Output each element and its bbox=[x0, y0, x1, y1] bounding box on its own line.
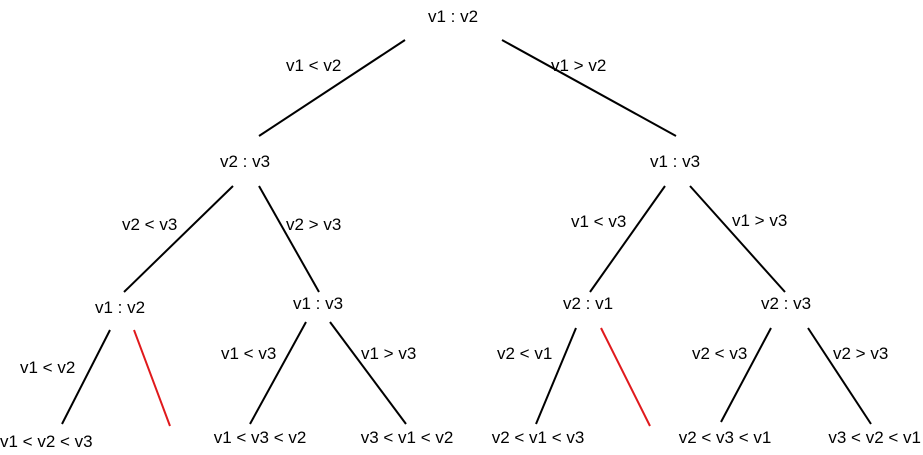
leaf-lr-left: v1 < v3 < v2 bbox=[214, 428, 307, 447]
edge-label-rr-right: v2 > v3 bbox=[833, 344, 888, 363]
edge-label-left-right: v2 > v3 bbox=[286, 215, 341, 234]
edge-label-rr-left: v2 < v3 bbox=[692, 344, 747, 363]
leaf-ll: v1 < v2 < v3 bbox=[0, 432, 93, 451]
edge-label-lr-left: v1 < v3 bbox=[221, 344, 276, 363]
edge-left-left bbox=[123, 185, 234, 293]
node-rl: v2 : v1 bbox=[563, 294, 613, 313]
edge-rr-left bbox=[720, 327, 772, 423]
edge-rr-right bbox=[807, 327, 872, 425]
edge-right-left bbox=[589, 185, 666, 293]
edge-label-right-right: v1 > v3 bbox=[732, 211, 787, 230]
leaf-lr-right: v3 < v1 < v2 bbox=[361, 428, 454, 447]
edge-label-root-left: v1 < v2 bbox=[286, 56, 341, 75]
leaf-rl: v2 < v1 < v3 bbox=[492, 428, 585, 447]
edge-rl-right-red bbox=[600, 327, 651, 427]
edge-root-right bbox=[501, 39, 677, 137]
node-rr: v2 : v3 bbox=[761, 294, 811, 313]
edge-ll-right-red bbox=[133, 329, 171, 427]
node-left: v2 : v3 bbox=[220, 152, 270, 171]
node-ll: v1 : v2 bbox=[95, 298, 145, 317]
leaf-rr-right: v3 < v2 < v1 bbox=[828, 428, 921, 447]
leaf-rr-left: v2 < v3 < v1 bbox=[679, 428, 772, 447]
edge-label-ll-left: v1 < v2 bbox=[20, 358, 75, 377]
edge-rl-left bbox=[535, 327, 577, 425]
edge-right-right bbox=[689, 185, 786, 293]
edge-label-rl-left: v2 < v1 bbox=[497, 344, 552, 363]
edge-label-root-right: v1 > v2 bbox=[551, 56, 606, 75]
edge-label-right-left: v1 < v3 bbox=[571, 212, 626, 231]
edge-lr-right bbox=[329, 321, 407, 425]
edge-lr-left bbox=[249, 321, 307, 425]
edge-label-lr-right: v1 > v3 bbox=[361, 344, 416, 363]
node-root: v1 : v2 bbox=[428, 7, 478, 26]
node-right: v1 : v3 bbox=[650, 152, 700, 171]
edge-ll-left bbox=[61, 329, 111, 425]
edge-label-left-left: v2 < v3 bbox=[122, 215, 177, 234]
edge-root-left bbox=[258, 39, 406, 137]
node-lr: v1 : v3 bbox=[293, 294, 343, 313]
edge-left-right bbox=[258, 185, 320, 293]
